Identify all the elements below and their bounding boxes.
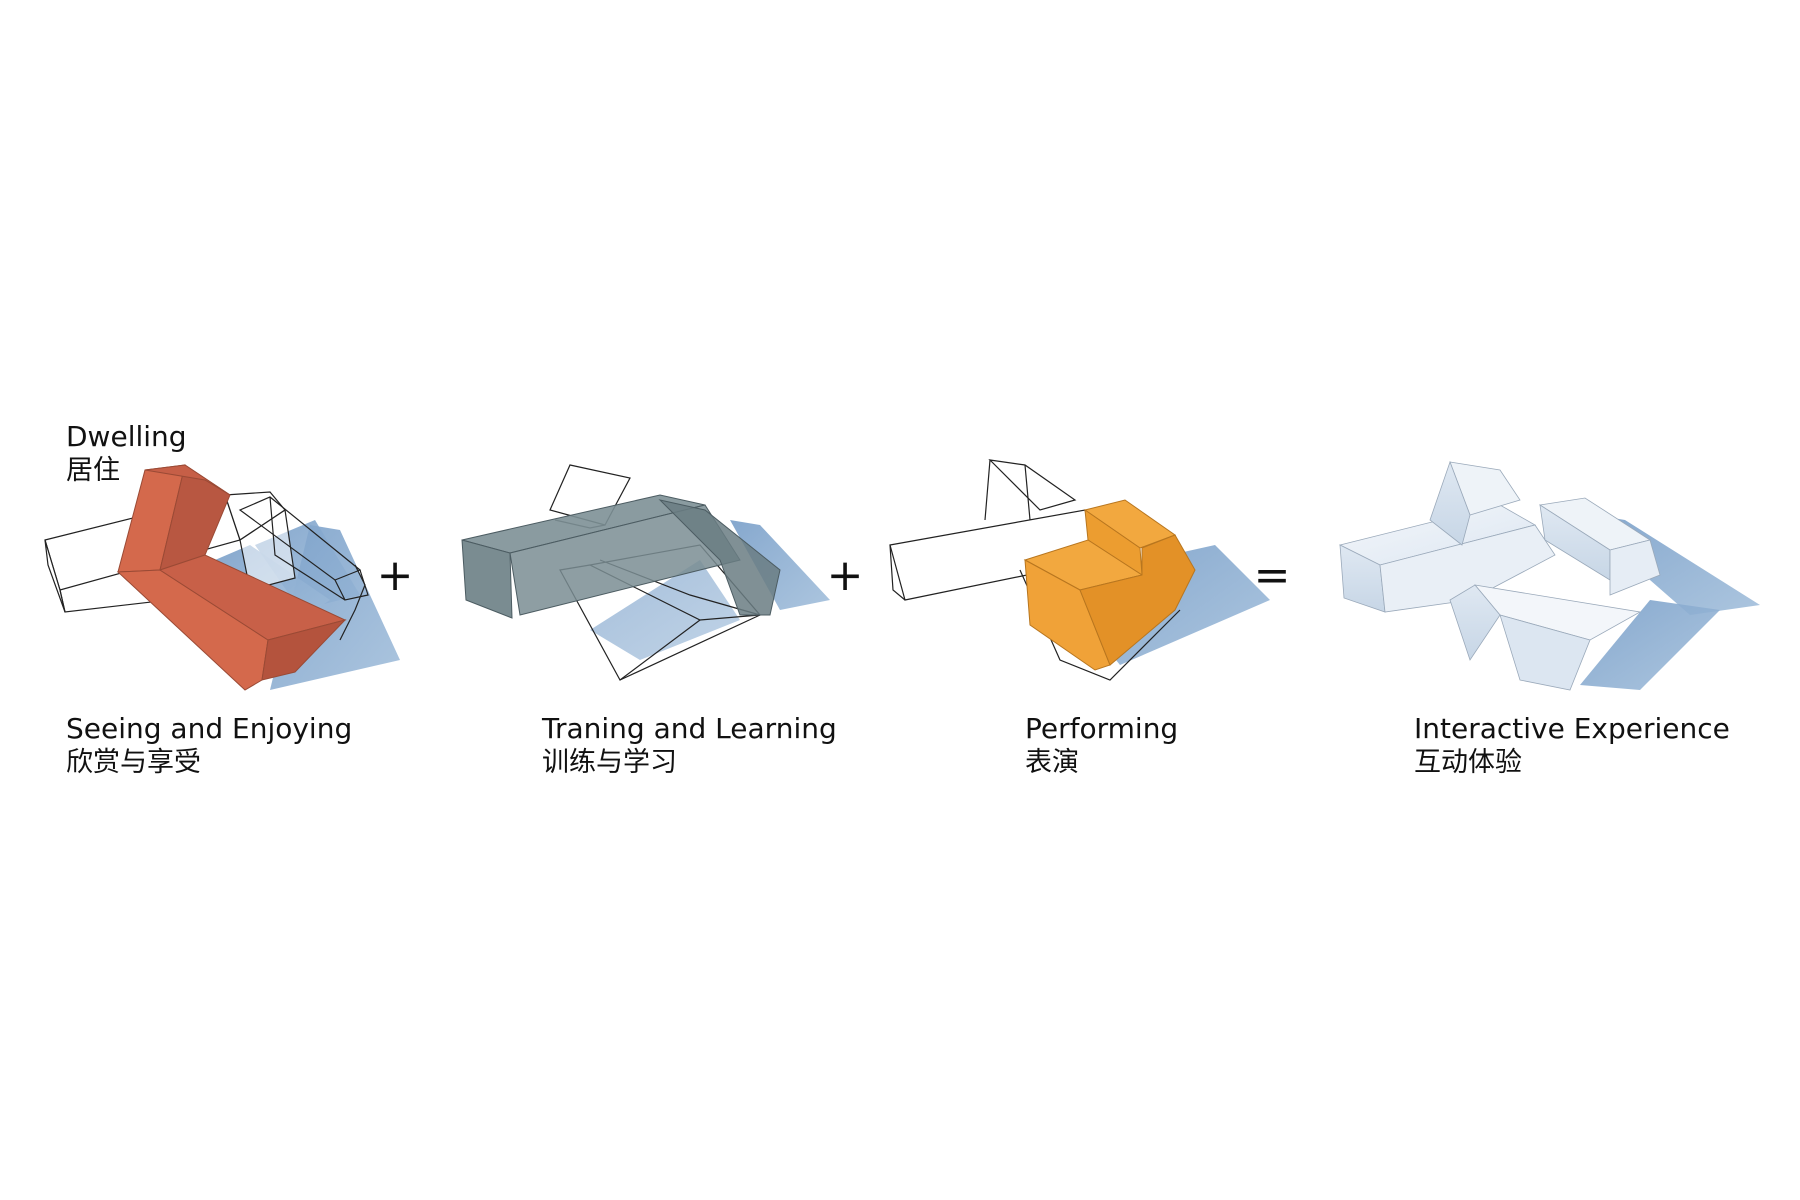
performing-mass (1023, 499, 1196, 671)
training-mass (461, 494, 781, 619)
group-dwelling (44, 464, 400, 691)
group-training (461, 464, 830, 681)
performing-front (1024, 559, 1111, 671)
plus-1: + (377, 550, 414, 601)
label-dwelling: Dwelling 居住 (66, 420, 187, 488)
shadow-2a (730, 520, 830, 610)
dwelling-top (144, 464, 231, 496)
label-seeing: Seeing and Enjoying 欣赏与享受 (66, 712, 352, 780)
label-performing: Performing 表演 (1025, 712, 1178, 780)
group-interactive (1338, 460, 1760, 691)
label-interactive-en: Interactive Experience (1414, 712, 1730, 745)
label-interactive-zh: 互动体验 (1414, 747, 1522, 778)
label-performing-en: Performing (1025, 712, 1179, 745)
group-performing (889, 459, 1270, 681)
label-seeing-zh: 欣赏与享受 (66, 747, 201, 778)
white-block-stepped (1538, 497, 1661, 596)
label-training-en: Traning and Learning (542, 712, 837, 745)
white-wedge (1449, 584, 1642, 691)
wire-3 (889, 459, 1181, 681)
wire-block-1 (238, 496, 369, 641)
dwelling-bar (116, 554, 347, 691)
label-performing-zh: 表演 (1025, 747, 1079, 778)
shadow-4b (1580, 600, 1720, 690)
label-dwelling-zh: 居住 (66, 455, 120, 486)
equals-sign: = (1254, 550, 1291, 601)
plus-2: + (827, 550, 864, 601)
training-end-block (658, 499, 781, 616)
label-training: Traning and Learning 训练与学习 (542, 712, 837, 780)
performing-side (1079, 534, 1196, 666)
training-front (461, 539, 513, 619)
label-interactive: Interactive Experience 互动体验 (1414, 712, 1730, 780)
white-bar (1338, 504, 1556, 613)
shadow-2b (590, 560, 740, 660)
label-training-zh: 训练与学习 (542, 747, 677, 778)
label-seeing-en: Seeing and Enjoying (66, 712, 353, 745)
dwelling-mass (117, 464, 231, 573)
dwelling-end (261, 619, 347, 681)
white-block-rear (1429, 460, 1521, 546)
label-dwelling-en: Dwelling (66, 420, 187, 453)
